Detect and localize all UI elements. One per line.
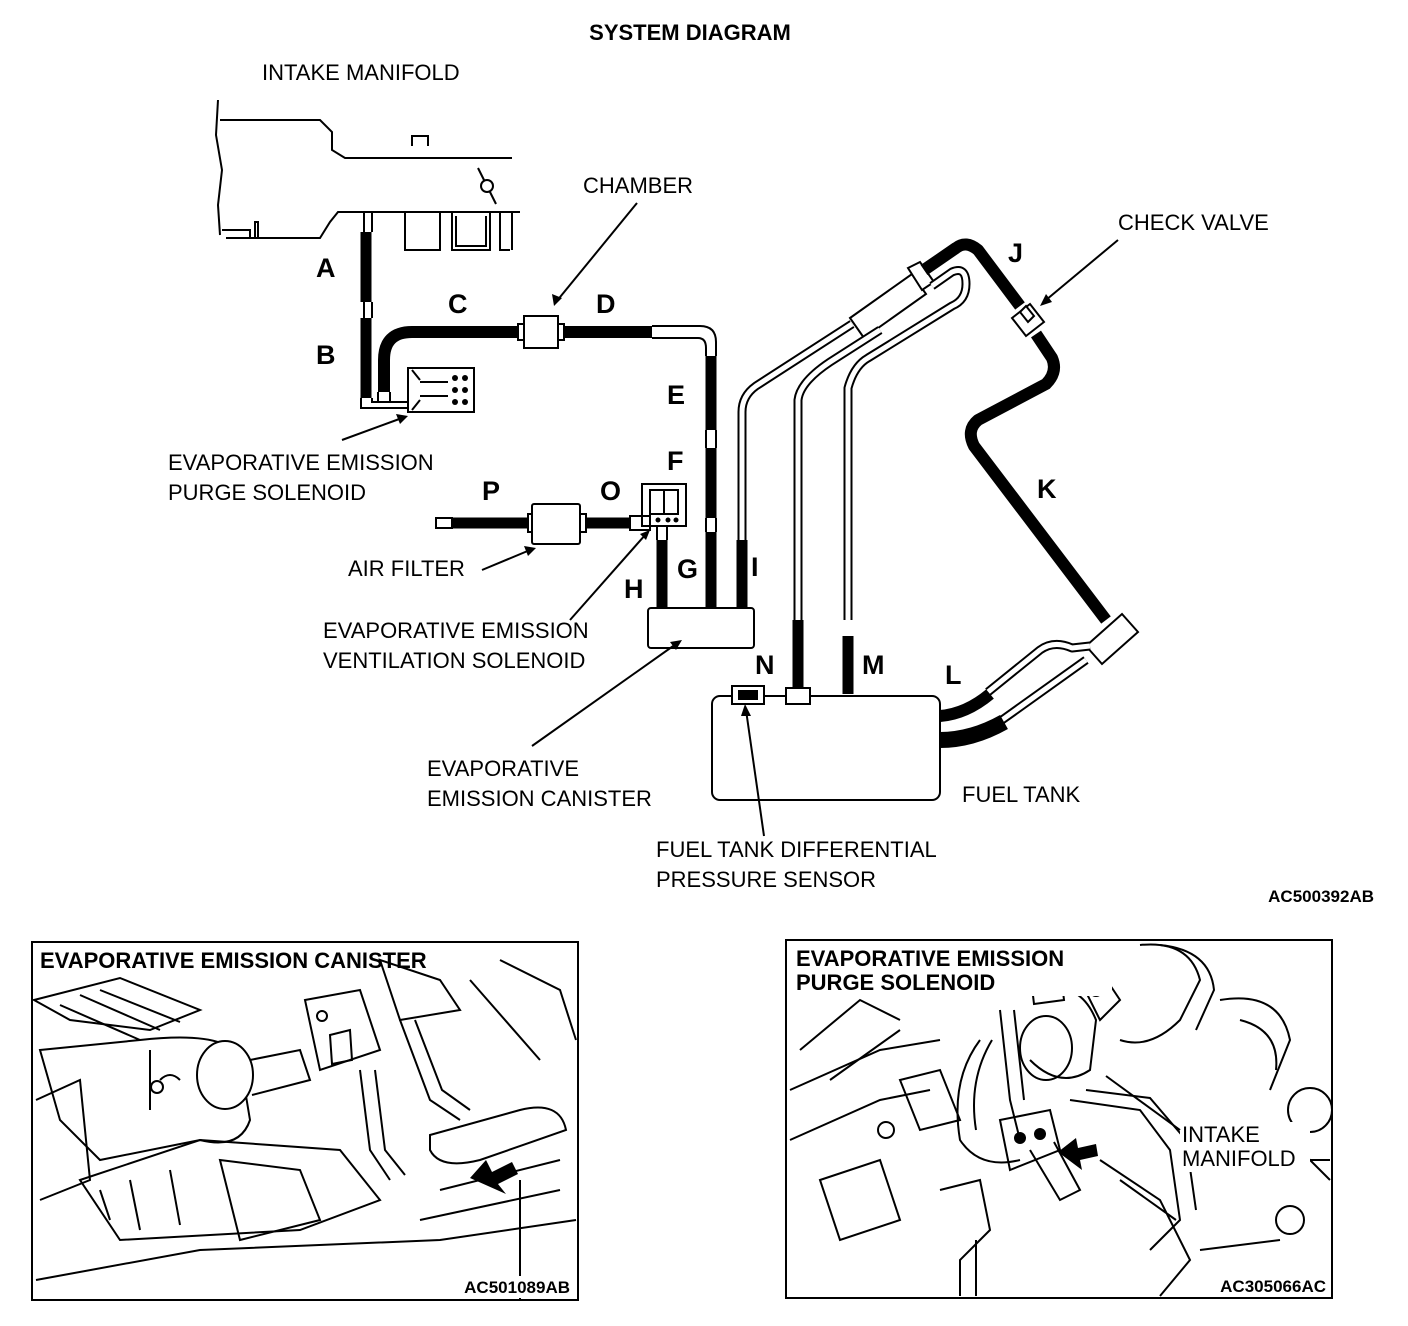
hose-j [920,238,1025,310]
label-vent-solenoid-2: VENTILATION SOLENOID [323,648,585,673]
check-valve [1010,302,1046,338]
hose-letter-l: L [945,660,962,690]
panel-purge-callout-1: INTAKE [1182,1122,1260,1147]
label-check-valve: CHECK VALVE [1118,210,1269,235]
label-chamber: CHAMBER [583,173,693,198]
label-canister-2: EMISSION CANISTER [427,786,652,811]
hose-letter-k: K [1037,474,1057,504]
hose-letter-p: P [482,476,500,506]
diagram-title: SYSTEM DIAGRAM [589,20,791,45]
hose-a-b [360,212,410,409]
purge-solenoid [407,367,475,413]
leader-lines [341,202,1119,837]
evap-canister [647,607,755,649]
label-vent-solenoid-1: EVAPORATIVE EMISSION [323,618,589,643]
panel-canister: EVAPORATIVE EMISSION CANISTER AC501089AB [31,941,579,1301]
label-fuel-tank: FUEL TANK [962,782,1081,807]
panel-purge-code: AC305066AC [1220,1277,1326,1296]
label-sensor-1: FUEL TANK DIFFERENTIAL [656,837,937,862]
label-intake-manifold: INTAKE MANIFOLD [262,60,460,85]
vent-solenoid [629,483,687,531]
hose-c [378,326,520,392]
hose-letter-m: M [862,650,885,680]
hose-letter-b: B [316,340,336,370]
hose-letter-j: J [1008,238,1023,268]
hose-letter-n: N [755,650,775,680]
label-sensor-2: PRESSURE SENSOR [656,867,876,892]
hose-letter-i: I [751,552,759,582]
panel-purge-callout-2: MANIFOLD [1182,1146,1296,1171]
hose-k [964,330,1111,624]
label-purge-solenoid-1: EVAPORATIVE EMISSION [168,450,434,475]
hose-l [939,689,994,722]
panel-canister-title: EVAPORATIVE EMISSION CANISTER [40,948,427,973]
figure-code-main: AC500392AB [1268,887,1374,906]
intake-manifold-drawing [214,99,520,251]
hose-letter-g: G [677,554,698,584]
panel-purge-title-1: EVAPORATIVE EMISSION [796,946,1064,971]
hose-letter-d: D [596,289,616,319]
fuel-pipe-joint [1084,612,1140,666]
panel-purge-title-2: PURGE SOLENOID [796,970,995,995]
panel-purge-solenoid: EVAPORATIVE EMISSION PURGE SOLENOID INTA… [785,939,1333,1299]
label-air-filter: AIR FILTER [348,556,465,581]
panel-canister-code: AC501089AB [464,1278,570,1297]
hose-letter-e: E [667,380,685,410]
label-canister-1: EVAPORATIVE [427,756,579,781]
hose-letter-h: H [624,574,644,604]
hose-letter-f: F [667,446,684,476]
hose-letter-o: O [600,476,621,506]
label-purge-solenoid-2: PURGE SOLENOID [168,480,366,505]
hose-letter-a: A [316,253,336,283]
chamber [517,315,565,349]
hose-letter-c: C [448,289,468,319]
air-filter [531,503,581,545]
